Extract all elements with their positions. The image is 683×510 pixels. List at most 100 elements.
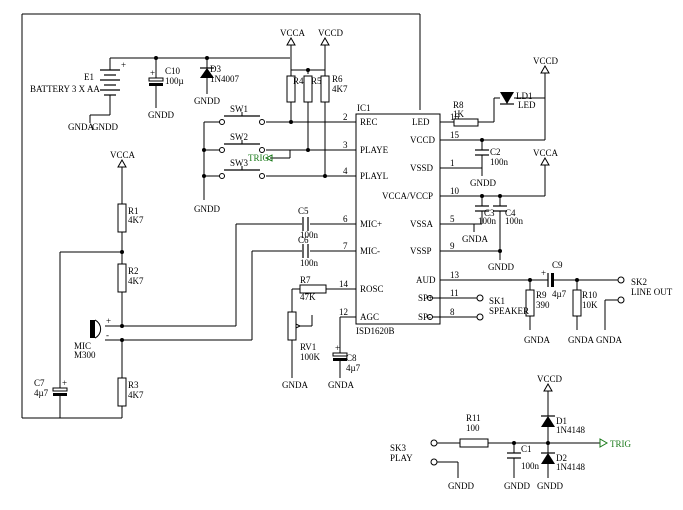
sk1-val: SPEAKER	[489, 306, 529, 316]
c3-gnd-label: GNDA	[462, 234, 488, 244]
svg-text:9: 9	[450, 241, 455, 251]
c10-ref: C10	[165, 66, 181, 76]
vccd-top-label: VCCD	[318, 28, 344, 38]
r3-ref: R3	[128, 380, 139, 390]
c10-val: 100µ	[165, 76, 184, 86]
vcca-top-label: VCCA	[280, 28, 306, 38]
c2-gnd-label: GNDD	[470, 178, 496, 188]
sk3-ref: SK3	[390, 443, 407, 453]
sk2-ref: SK2	[631, 277, 647, 287]
ic1: IC1 ISD1620B	[355, 103, 441, 336]
diode-d3: D3 1N4007 GNDD	[194, 58, 239, 106]
rosc-agc: R7 47K RV1 100K GNDA + C8 4µ7 GNDA	[282, 275, 361, 390]
rv1-gnd-label: GNDA	[282, 380, 308, 390]
svg-text:4: 4	[343, 166, 348, 176]
c10-gnd-label: GNDD	[148, 110, 174, 120]
svg-text:PLAYE: PLAYE	[360, 145, 389, 155]
c3-ref: C3	[484, 208, 495, 218]
c8-val: 4µ7	[346, 363, 361, 373]
svg-text:-: -	[106, 330, 109, 340]
r5-ref: R5	[311, 76, 322, 86]
c4-val: 100n	[505, 216, 524, 226]
svg-text:8: 8	[450, 307, 455, 317]
c5-val: 100n	[300, 230, 319, 240]
svg-text:+: +	[106, 316, 111, 326]
svg-text:2: 2	[343, 112, 348, 122]
r2-ref: R2	[128, 266, 139, 276]
d3-ref: D3	[210, 64, 221, 74]
r4-ref: R4	[293, 76, 304, 86]
c4-ref: C4	[505, 208, 516, 218]
svg-text:VSSP: VSSP	[410, 246, 432, 256]
led-section: R8 1K VCCD LD1 LED	[453, 56, 559, 140]
power-top-r4r6: VCCA VCCD	[280, 28, 344, 74]
sk2-val: LINE OUT	[631, 287, 673, 297]
svg-text:AGC: AGC	[360, 312, 379, 322]
svg-text:13: 13	[450, 270, 460, 280]
svg-text:AUD: AUD	[416, 275, 436, 285]
svg-text:16: 16	[450, 112, 460, 122]
r10-val: 10K	[582, 300, 598, 310]
svg-text:+: +	[62, 378, 67, 388]
ic1-right-pins: 16 LED 15 VCCD 1 VSSD 10 VCCA/VCCP 5 VSS…	[382, 112, 545, 322]
r11-val: 100	[466, 423, 480, 433]
svg-text:ROSC: ROSC	[360, 284, 384, 294]
d1-val: 1N4148	[556, 425, 585, 435]
svg-text:+: +	[541, 268, 546, 278]
r8-ref: R8	[453, 100, 464, 110]
trigger-circuit: SK3 PLAY R11 100 GNDD C1 100n GNDD VCCD …	[390, 374, 631, 491]
d3-gnd-label: GNDD	[194, 96, 220, 106]
r6-val: 4K7	[332, 84, 348, 94]
svg-text:VCCA/VCCP: VCCA/VCCP	[382, 191, 433, 201]
c7-val: 4µ7	[34, 388, 49, 398]
c7-ref: C7	[34, 378, 45, 388]
svg-text:VSSA: VSSA	[410, 219, 434, 229]
c8-gnd-label: GNDA	[328, 380, 354, 390]
d3-val: 1N4007	[210, 74, 239, 84]
rv1-val: 100K	[300, 352, 321, 362]
vssp-gnd-label: GNDD	[488, 262, 514, 272]
c3-val: 100n	[478, 216, 497, 226]
r11-ref: R11	[466, 413, 481, 423]
battery-e1: + E1 BATTERY 3 X AA GNDA GNDD	[30, 58, 126, 132]
svg-text:SP+: SP+	[418, 293, 433, 303]
c2-ref: C2	[490, 147, 501, 157]
c9-ref: C9	[552, 260, 563, 270]
capacitor-c2: C2 100n GNDD	[470, 138, 509, 188]
sw-gnd-label: GNDD	[194, 204, 220, 214]
r1-val: 4K7	[128, 215, 144, 225]
trig-label-bottom: TRIG	[610, 439, 631, 449]
battery-plus-sign: +	[121, 60, 126, 70]
svg-text:MIC+: MIC+	[360, 219, 382, 229]
mic-bias: VCCA R1 4K7 R2 4K7 + - MIC M300 R3 4K7 +…	[34, 150, 302, 418]
vcca-left-label: VCCA	[110, 150, 136, 160]
mic-val: M300	[74, 350, 96, 360]
svg-text:7: 7	[343, 241, 348, 251]
svg-text:VSSD: VSSD	[410, 163, 434, 173]
r9-gnd-label: GNDA	[524, 335, 550, 345]
svg-text:3: 3	[343, 140, 348, 150]
r2-val: 4K7	[128, 276, 144, 286]
r8-val: 1K	[453, 109, 465, 119]
capacitor-c10: + C10 100µ GNDD	[148, 58, 184, 120]
svg-text:+: +	[150, 68, 155, 78]
svg-text:5: 5	[450, 214, 455, 224]
c5-ref: C5	[298, 206, 309, 216]
c1-gnd-label: GNDD	[504, 481, 530, 491]
sw1-ref: SW1	[230, 104, 248, 114]
vccd-bottom-label: VCCD	[537, 374, 563, 384]
svg-text:VCCD: VCCD	[410, 135, 436, 145]
d2-gnd-label: GNDD	[537, 481, 563, 491]
c3-c4-section: VCCA C3 100n GNDA C4 100n GNDD	[462, 148, 559, 272]
r9-ref: R9	[536, 290, 547, 300]
resistors-r4-r6: R4 R5 R6 4K7	[286, 70, 348, 176]
sk1-ref: SK1	[489, 296, 505, 306]
r9-val: 390	[536, 300, 550, 310]
d1-ref: D1	[556, 416, 567, 426]
svg-text:REC: REC	[360, 117, 378, 127]
battery-desc: BATTERY 3 X AA	[30, 84, 100, 94]
r7-ref: R7	[300, 275, 311, 285]
c6-ref: C6	[298, 235, 309, 245]
c6-val: 100n	[300, 258, 319, 268]
